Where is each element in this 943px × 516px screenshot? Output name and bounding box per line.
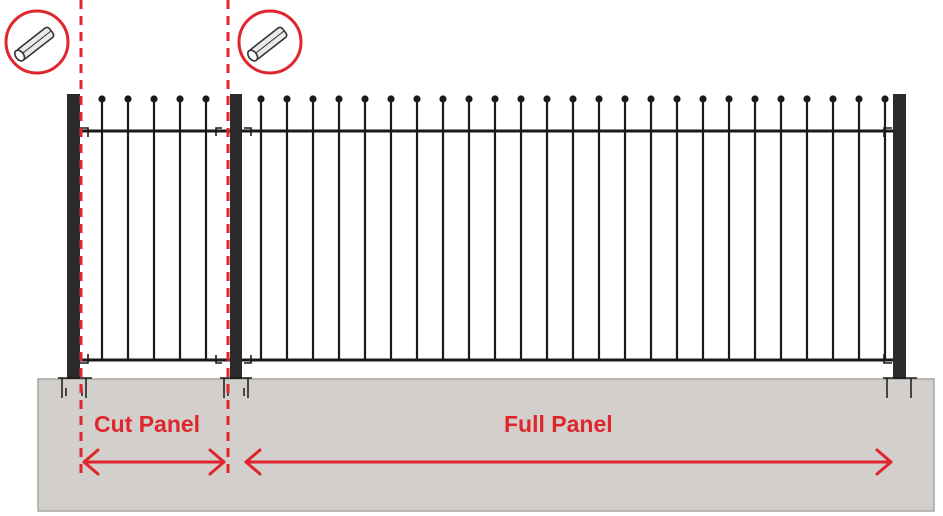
bar-finial (387, 95, 395, 103)
bar-finial (855, 95, 863, 103)
fence-bars (98, 95, 889, 360)
full-panel-arrow (244, 448, 893, 476)
bar-finial (595, 95, 603, 103)
rail-brackets (80, 127, 892, 364)
cut-panel-arrow (82, 448, 226, 476)
cut-panel-label: Cut Panel (94, 411, 201, 437)
bar-finial (439, 95, 447, 103)
bar-finial (803, 95, 811, 103)
bar-finial (309, 95, 317, 103)
middle-post (230, 94, 242, 379)
bar-finial (335, 95, 343, 103)
bar-finial (465, 95, 473, 103)
bar-finial (621, 95, 629, 103)
bar-finial (124, 95, 132, 103)
bar-finial (361, 95, 369, 103)
bar-finial (699, 95, 707, 103)
post-feet (58, 377, 917, 398)
bar-finial (673, 95, 681, 103)
bar-finial (777, 95, 785, 103)
bar-finial (257, 95, 265, 103)
hacksaw-cut-icon (4, 9, 70, 75)
bar-finial (647, 95, 655, 103)
bar-finial (829, 95, 837, 103)
ground-base (37, 378, 935, 512)
bar-finial (283, 95, 291, 103)
bar-finial (150, 95, 158, 103)
bar-finial (176, 95, 184, 103)
full-panel-label: Full Panel (504, 411, 613, 437)
hacksaw-cut-icon (237, 9, 303, 75)
bar-finial (413, 95, 421, 103)
bar-finial (202, 95, 210, 103)
bar-finial (98, 95, 106, 103)
bar-finial (881, 95, 889, 103)
left-post (67, 94, 80, 379)
bar-finial (543, 95, 551, 103)
bar-finial (569, 95, 577, 103)
bar-finial (517, 95, 525, 103)
bar-finial (751, 95, 759, 103)
right-post (893, 94, 906, 379)
bar-finial (491, 95, 499, 103)
bar-finial (725, 95, 733, 103)
